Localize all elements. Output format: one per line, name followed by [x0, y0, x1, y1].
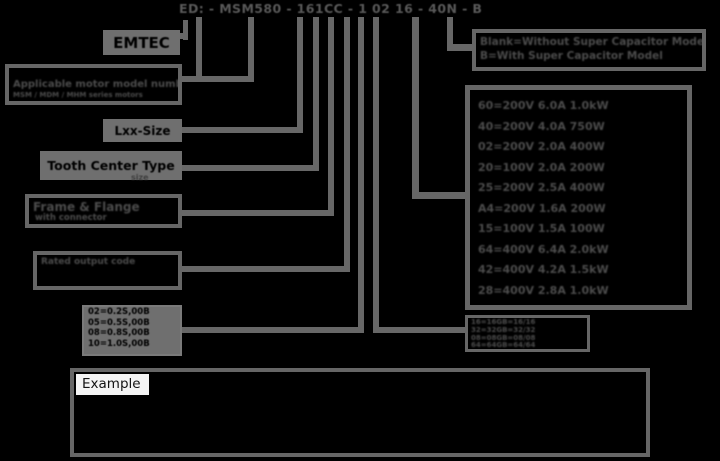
- connector-v2b: [248, 17, 254, 82]
- connector-v9: [412, 17, 419, 199]
- tooth-center-type-label: Tooth Center Type: [47, 158, 175, 173]
- connector-h5: [170, 210, 334, 216]
- tooth-center-caption: size: [131, 173, 149, 182]
- frame-box: Frame & Flange with connector: [25, 194, 182, 228]
- connector-v4: [313, 17, 319, 171]
- spec-table-row: 28=400V 2.8A 1.0kW: [478, 283, 609, 297]
- spec-table-row: A4=200V 1.6A 200W: [478, 201, 606, 215]
- ratio-table-box: 16=16GB=16/16 32=32GB=32/32 08=08GB=08/0…: [465, 315, 590, 352]
- example-label: Example: [76, 374, 149, 395]
- connector-h10: [447, 44, 475, 51]
- motor-model-box: Applicable motor model number MSM / MDM …: [5, 64, 182, 105]
- ratio-table-row: 08=08GB=08/08: [471, 333, 536, 342]
- code-table-row: 02=0.2S,00B: [88, 307, 150, 317]
- motor-model-line2: MSM / MDM / MHM series motors: [13, 91, 143, 99]
- connector-v1: [183, 20, 188, 40]
- connector-v2a: [196, 17, 202, 82]
- tooth-center-type-box: Tooth Center Type: [40, 151, 182, 180]
- connector-v3: [297, 17, 303, 133]
- connector-v5: [328, 17, 334, 216]
- output-line1: Rated output code: [41, 257, 136, 267]
- connector-h2: [176, 76, 254, 82]
- spec-table-row: 02=200V 2.0A 400W: [478, 140, 605, 153]
- connector-v10: [447, 17, 453, 50]
- example-box: Example: [70, 368, 650, 457]
- size-label-box: Lxx-Size: [103, 119, 182, 142]
- spec-table-box: 60=200V 6.0A 1.0kW 40=200V 4.0A 750W 02=…: [465, 85, 692, 310]
- code-table-row: 08=0.8S,00B: [88, 328, 150, 338]
- spec-table-row: 20=100V 2.0A 200W: [478, 160, 605, 174]
- frame-line1: Frame & Flange: [33, 200, 140, 214]
- connector-h7: [174, 327, 364, 333]
- connector-h6: [170, 266, 350, 272]
- ratio-table-row: 64=64GB=64/64: [471, 341, 536, 350]
- frame-line2: with connector: [35, 213, 107, 223]
- model-code: ED: - MSM580 - 161CC - 1 02 16 - 40N - B: [179, 1, 483, 16]
- connector-v6: [344, 17, 350, 272]
- capacitor-line1: Blank=Without Super Capacitor Model: [480, 36, 706, 48]
- connector-h1: [176, 33, 188, 39]
- spec-table-row: 15=100V 1.5A 100W: [478, 222, 605, 235]
- capacitor-line2: B=With Super Capacitor Model: [480, 50, 663, 62]
- spec-table-row: 64=400V 6.4A 2.0kW: [478, 242, 609, 256]
- spec-table-row: 42=400V 4.2A 1.5kW: [478, 263, 609, 276]
- code-table-box: 02=0.2S,00B 05=0.5S,00B 08=0.8S,00B 10=1…: [82, 305, 182, 356]
- spec-table-row: 25=200V 2.5A 400W: [478, 181, 605, 194]
- ratio-table-row: 32=32GB=32/32: [471, 325, 536, 334]
- capacitor-option-box: Blank=Without Super Capacitor Model B=Wi…: [472, 29, 706, 71]
- connector-v8: [373, 17, 379, 333]
- brand-label-box: EMTEC: [103, 30, 180, 55]
- spec-table-row: 40=200V 4.0A 750W: [478, 119, 605, 133]
- connector-v7: [358, 17, 364, 333]
- code-table-row: 10=1.0S,00B: [88, 338, 150, 349]
- size-label: Lxx-Size: [114, 123, 171, 138]
- motor-model-line1: Applicable motor model number: [13, 79, 182, 90]
- output-box: Rated output code: [33, 251, 182, 290]
- connector-h3: [178, 127, 303, 133]
- brand-label: EMTEC: [113, 33, 170, 52]
- code-table-row: 05=0.5S,00B: [88, 317, 150, 328]
- spec-table-row: 60=200V 6.0A 1.0kW: [478, 99, 609, 112]
- connector-h9: [412, 192, 470, 199]
- connector-h4: [178, 165, 319, 171]
- ratio-table-row: 16=16GB=16/16: [471, 318, 536, 326]
- connector-h8: [373, 327, 467, 333]
